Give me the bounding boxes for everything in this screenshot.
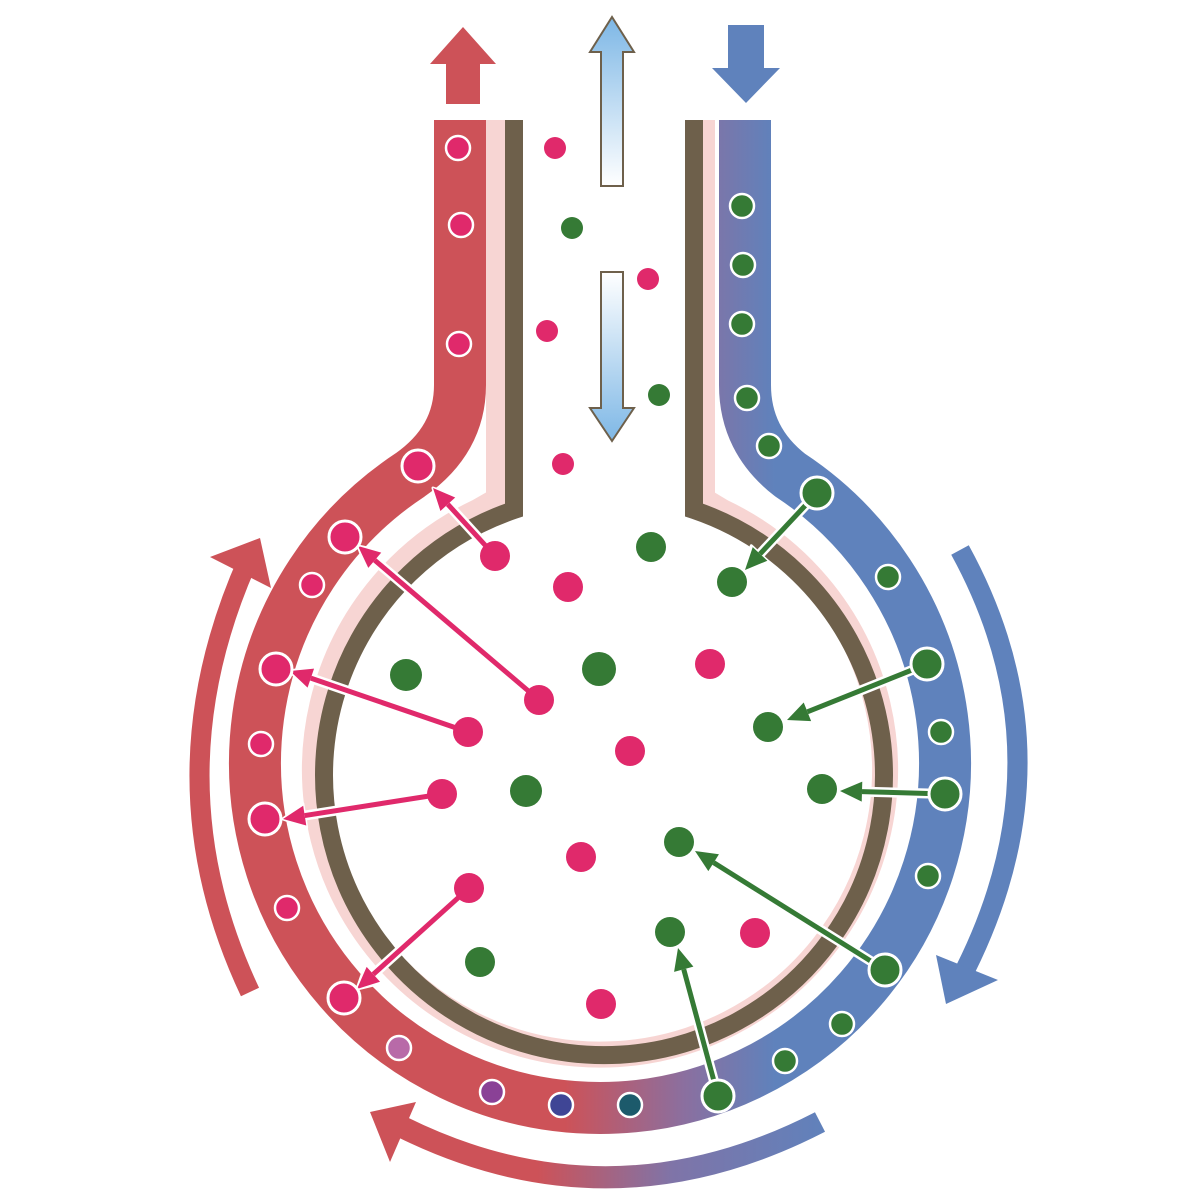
carbon-dioxide-molecule [728, 310, 756, 338]
bottom-flow-arrow [397, 1112, 826, 1189]
arrow-shaft [681, 968, 721, 1097]
arrow-head [674, 948, 694, 972]
oxygen-molecule [524, 685, 554, 715]
oxygen-diffusion-arrow [356, 544, 544, 705]
oxygen-molecule [247, 730, 275, 758]
carbon-dioxide-molecule [828, 1010, 856, 1038]
arrow-shaft [373, 558, 541, 702]
oxygen-molecule [327, 519, 363, 555]
oxygen-molecule [552, 453, 574, 475]
left-flow-arrowhead [210, 538, 271, 588]
oxygen-molecule [536, 320, 558, 342]
top-arrows [430, 15, 780, 443]
carbon-dioxide-molecule [664, 827, 694, 857]
carbon-dioxide-molecule [582, 652, 616, 686]
blood-cell [616, 1091, 644, 1119]
arrow-shaft [806, 661, 928, 715]
alveolar-air-molecules [390, 137, 770, 1019]
oxygen-molecule [566, 842, 596, 872]
carbon-dioxide-molecule [717, 567, 747, 597]
oxygen-molecule [615, 736, 645, 766]
carbon-dioxide-molecule [753, 712, 783, 742]
vein-inflow-arrow [712, 25, 780, 103]
oxygen-molecule [453, 717, 483, 747]
carbon-dioxide-molecule [561, 217, 583, 239]
alveolar-wall [315, 120, 893, 1065]
oxygen-molecule [695, 649, 725, 679]
carbon-dioxide-molecule [728, 192, 756, 220]
carbon-dioxide-molecule [799, 475, 835, 511]
oxygen-molecule [480, 541, 510, 571]
carbon-dioxide-molecule [755, 432, 783, 460]
blood-cell [547, 1091, 575, 1119]
oxygen-molecule [544, 137, 566, 159]
carbon-dioxide-molecule [510, 775, 542, 807]
carbon-dioxide-molecule [874, 563, 902, 591]
blood-cell [385, 1034, 413, 1062]
carbon-dioxide-molecule [733, 384, 761, 412]
oxygen-molecule [258, 651, 294, 687]
carbon-dioxide-molecule [807, 774, 837, 804]
arrow-head [290, 668, 315, 688]
oxygen-molecule [427, 779, 457, 809]
oxygen-molecule [326, 980, 362, 1016]
oxygen-molecule [553, 572, 583, 602]
arrow-head [840, 781, 863, 802]
bottom-flow-arrowhead [370, 1102, 416, 1162]
arrow-head [283, 805, 307, 826]
oxygen-molecule [400, 448, 436, 484]
oxygen-molecule [447, 211, 475, 239]
blood-flow-arrows [189, 538, 1028, 1189]
oxygen-molecule [298, 571, 326, 599]
diffusion-molecules [247, 448, 963, 1114]
arrow-head [358, 546, 382, 568]
left-flow-arrow [189, 555, 260, 997]
arrow-shaft [712, 860, 887, 973]
arrow-head [745, 547, 768, 570]
artery-outflow-arrow [430, 27, 496, 104]
carbon-dioxide-molecule [909, 646, 945, 682]
arrow-head [357, 966, 381, 989]
blood-cell [478, 1078, 506, 1106]
airflow-up-arrow [588, 15, 636, 187]
right-flow-arrow [951, 545, 1028, 985]
arrow-shaft [304, 791, 443, 819]
arrow-head [433, 488, 456, 511]
carbon-dioxide-molecule [655, 917, 685, 947]
oxygen-molecule [444, 134, 472, 162]
right-flow-arrowhead [936, 955, 998, 1004]
carbon-dioxide-molecule [729, 251, 757, 279]
oxygen-molecule [445, 330, 473, 358]
oxygen-diffusion-arrow [355, 883, 474, 991]
carbon-dioxide-molecule [867, 952, 903, 988]
arrow-shaft [310, 675, 469, 735]
carbon-dioxide-diffusion-arrow [785, 659, 932, 725]
oxygen-molecule [740, 918, 770, 948]
oxygen-molecule [247, 801, 283, 837]
carbon-dioxide-molecule [700, 1078, 736, 1114]
carbon-dioxide-molecule [927, 718, 955, 746]
oxygen-molecule [586, 989, 616, 1019]
carbon-dioxide-molecule [636, 532, 666, 562]
oxygen-molecule [454, 873, 484, 903]
carbon-dioxide-molecule [771, 1047, 799, 1075]
carbon-dioxide-molecule [914, 862, 942, 890]
arrow-shaft [371, 886, 471, 977]
oxygen-diffusion-arrow [281, 789, 447, 829]
oxygen-diffusion-arrow [288, 665, 473, 737]
airflow-down-arrow [588, 271, 636, 443]
carbon-dioxide-molecule [390, 659, 422, 691]
carbon-dioxide-diffusion-arrow [693, 849, 890, 975]
oxygen-molecule [273, 894, 301, 922]
carbon-dioxide-molecule [465, 947, 495, 977]
carbon-dioxide-molecule [927, 776, 963, 812]
oxygen-molecule [637, 268, 659, 290]
carbon-dioxide-molecule [648, 384, 670, 406]
carbon-dioxide-diffusion-arrow [670, 946, 723, 1101]
capillary-blood-molecules [247, 134, 955, 1119]
arrow-head [695, 851, 719, 872]
arrow-head [787, 702, 812, 722]
